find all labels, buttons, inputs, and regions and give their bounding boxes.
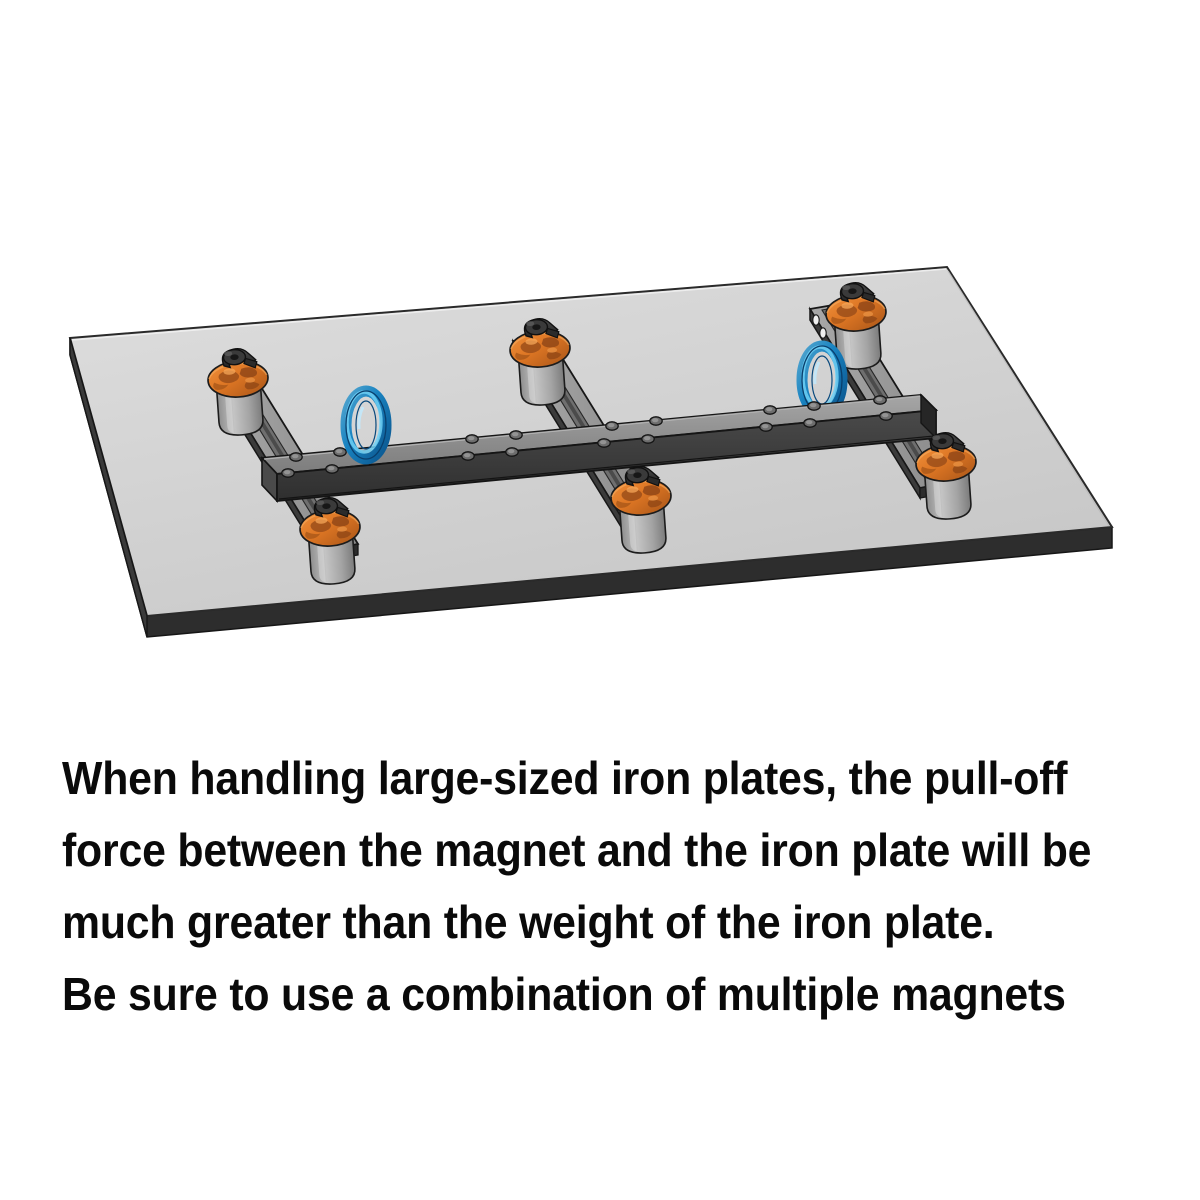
caption-line-2: force between the magnet and the iron pl… — [62, 824, 1092, 876]
caption-line-3: much greater than the weight of the iron… — [62, 896, 995, 948]
magnetic-lifter-diagram-svg — [68, 265, 1114, 638]
product-illustration — [68, 265, 1114, 638]
caption-line-1: When handling large-sized iron plates, t… — [62, 752, 1068, 804]
caption-line-4: Be sure to use a combination of multiple… — [62, 968, 1066, 1020]
main-lifting-beam — [259, 393, 939, 504]
caption-block: When handling large-sized iron plates, t… — [0, 700, 1200, 1080]
plate-edge-left — [69, 337, 148, 638]
